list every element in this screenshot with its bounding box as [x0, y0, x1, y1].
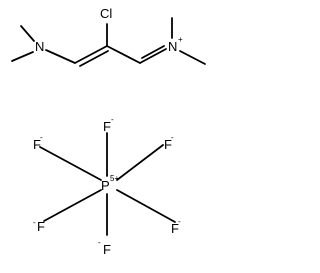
bond-p-f-lower-right: [116, 189, 176, 223]
bond-nright-methyl-down: [179, 50, 206, 65]
atom-f-top: F: [103, 119, 111, 134]
bond-c2-c3: [106, 45, 141, 64]
atom-f-lower-right: F: [171, 221, 179, 236]
atom-f-bottom: F: [103, 242, 111, 257]
charge-f-upper-right: -: [171, 133, 174, 142]
charge-p: 5+: [110, 174, 119, 183]
bond-nleft-c1: [45, 49, 76, 64]
bond-p-f-upper-right: [116, 144, 164, 181]
bond-c1-c2-second: [79, 50, 109, 67]
charge-f-bottom: -: [98, 238, 101, 247]
anion: P 5+ F - F - F - F - F - F -: [33, 115, 181, 257]
cation: N Cl N +: [11, 6, 206, 67]
atom-f-upper-right: F: [164, 137, 172, 152]
bond-p-f-lower-left: [43, 189, 102, 222]
charge-f-upper-left: -: [40, 133, 43, 142]
charge-f-top: -: [111, 115, 114, 124]
bond-nleft-methyl-up: [20, 25, 35, 42]
chemical-structure: N Cl N + P 5+ F - F - F - F - F - F -: [11, 6, 206, 257]
atom-n-right: N: [168, 39, 177, 54]
charge-f-lower-left: -: [33, 218, 36, 227]
bond-p-f-upper-left: [39, 146, 102, 181]
atom-p: P: [101, 178, 110, 193]
atom-f-upper-left: F: [33, 137, 41, 152]
bond-c1-c2: [74, 45, 108, 64]
bond-c3-nright: [139, 48, 167, 64]
atom-f-lower-left: F: [37, 219, 45, 234]
atom-n-left: N: [35, 39, 44, 54]
charge-f-lower-right: -: [178, 217, 181, 226]
charge-n-right: +: [178, 35, 183, 44]
bond-nleft-methyl-down: [11, 51, 34, 62]
bond-c3-nright-second: [141, 45, 165, 59]
atom-cl: Cl: [100, 6, 112, 21]
